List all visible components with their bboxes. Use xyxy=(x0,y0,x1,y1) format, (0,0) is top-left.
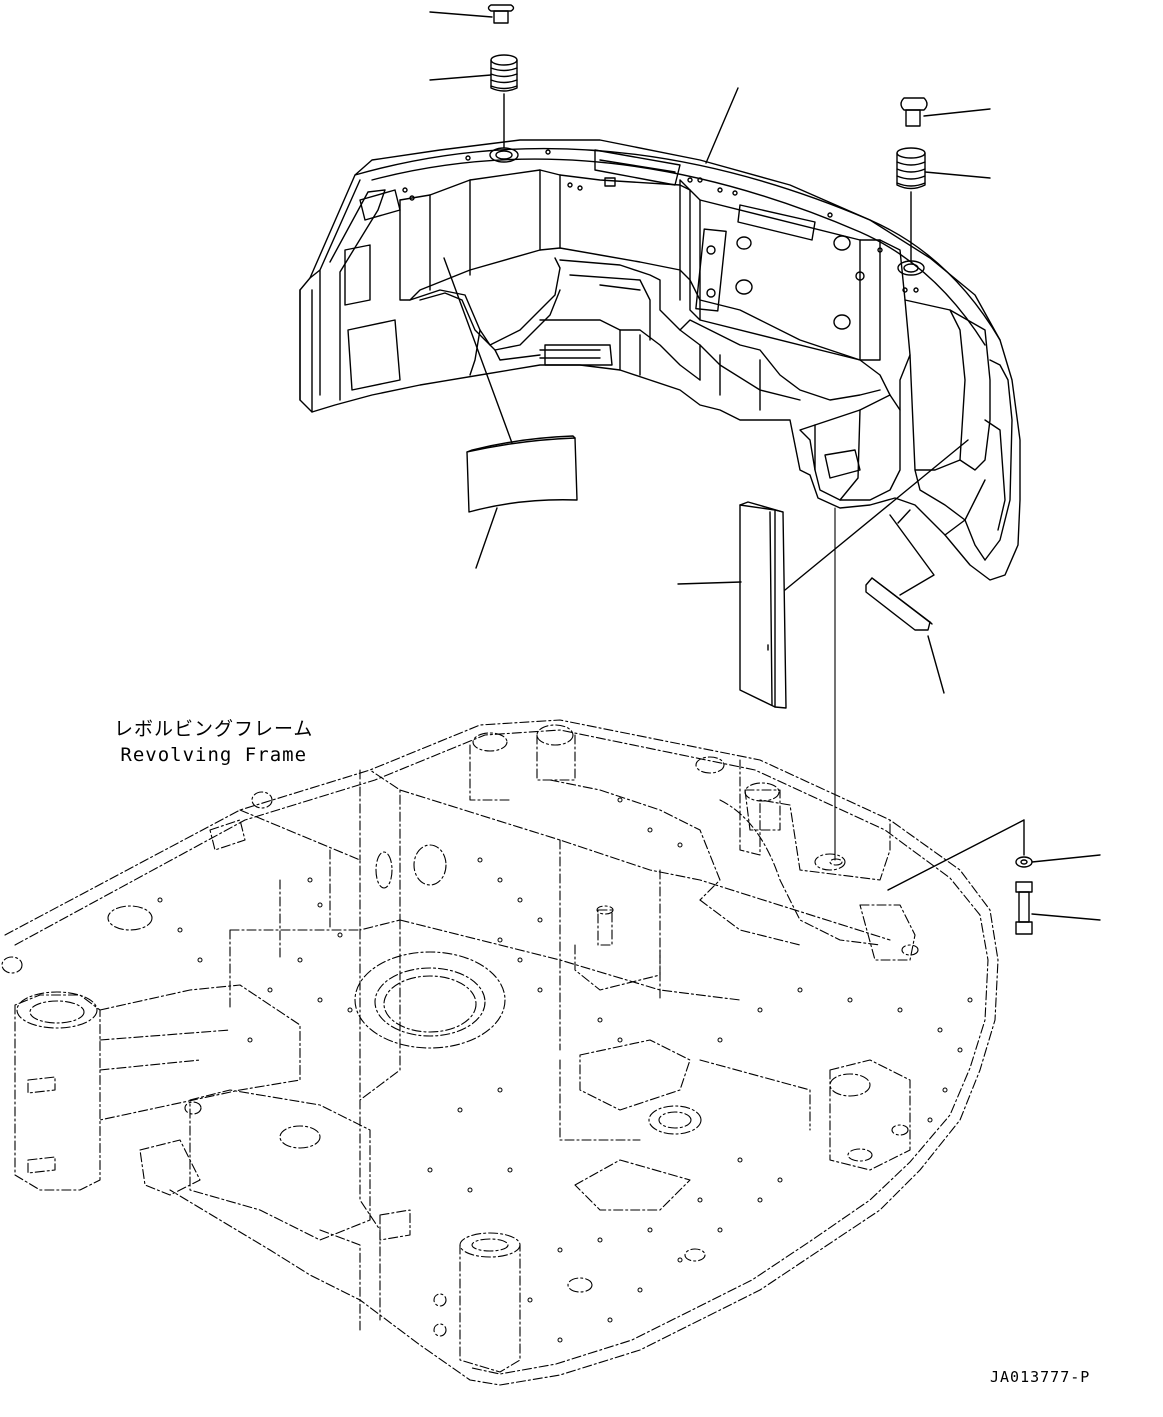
revolving-frame-label: レボルビングフレーム Revolving Frame xyxy=(114,716,313,768)
bolt-cap-right xyxy=(900,97,991,127)
revolving-frame-label-en: Revolving Frame xyxy=(120,744,308,766)
threaded-plug-right xyxy=(896,147,991,263)
revolving-frame xyxy=(1,719,999,1386)
shim-plate-vertical xyxy=(677,439,969,709)
spacer-plate xyxy=(443,257,578,569)
bolt-cap-left xyxy=(429,4,515,24)
counterweight xyxy=(299,87,1021,581)
frame-holes xyxy=(157,797,973,1343)
revolving-frame-label-jp: レボルビングフレーム xyxy=(114,718,314,740)
wedge-plate xyxy=(865,509,945,694)
threaded-plug-left xyxy=(429,54,518,149)
washer xyxy=(1015,854,1101,868)
mounting-bolt xyxy=(887,819,1101,935)
drawing-code: JA013777-P xyxy=(990,1368,1091,1386)
